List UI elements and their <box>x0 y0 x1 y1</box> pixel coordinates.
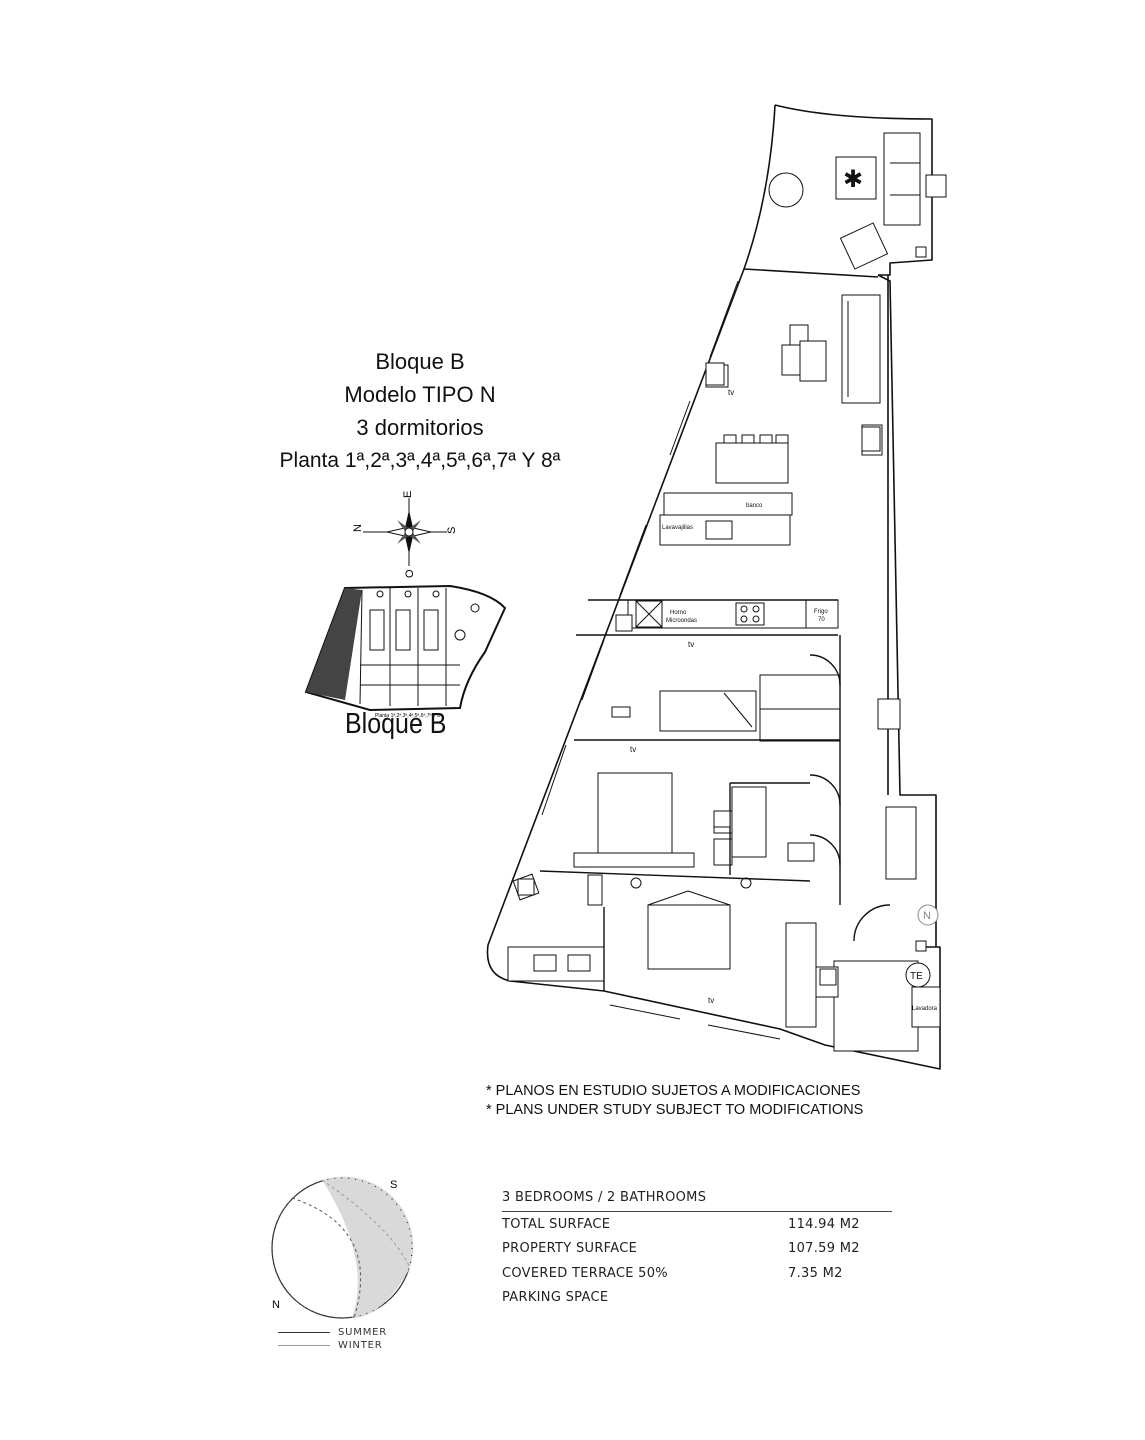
key-plan: Planta 1ª,2ª,3ª,4ª,5ª,6ª,7ª Y 8ª <box>304 584 507 719</box>
tv-label-kitchen: tv <box>688 640 694 649</box>
spec-row: PROPERTY SURFACE 107.59 M2 <box>502 1237 892 1262</box>
double-bed-2 <box>597 772 673 854</box>
terrace-vent <box>915 246 927 258</box>
legend-winter-line <box>278 1345 330 1346</box>
compass-o: O <box>404 569 416 578</box>
key-plan-label: Bloque B <box>345 707 447 741</box>
desk-chair <box>611 706 631 718</box>
spec-value: 107.59 M2 <box>788 1241 860 1257</box>
bunk-bed-cabinet <box>759 674 841 742</box>
north-marker-label: N <box>923 910 931 922</box>
bedrooms-title: 3 dormitorios <box>356 415 484 440</box>
sun-s: S <box>390 1179 397 1191</box>
sun-path-diagram: S N <box>271 1176 414 1319</box>
washing-machine <box>911 986 941 1028</box>
spec-value: 114.94 M2 <box>788 1216 860 1232</box>
cooktop <box>735 602 765 626</box>
notes: * PLANOS EN ESTUDIO SUJETOS A MODIFICACI… <box>486 1082 863 1120</box>
label-te: TE <box>910 971 923 982</box>
note-en: * PLANS UNDER STUDY SUBJECT TO MODIFICAT… <box>486 1102 864 1118</box>
floor-plan: ✱ <box>486 104 947 1070</box>
wardrobe-master <box>785 922 817 1028</box>
label-microondas: Microondas <box>666 618 697 624</box>
specs-table: 3 BEDROOMS / 2 BATHROOMS TOTAL SURFACE 1… <box>502 1190 892 1310</box>
bath-2-sink <box>787 842 815 862</box>
label-frigo: Frigo <box>814 609 828 615</box>
tv-label-master: tv <box>708 996 714 1005</box>
spec-row: COVERED TERRACE 50% 7.35 M2 <box>502 1261 892 1286</box>
block-title: Bloque B <box>375 349 465 374</box>
kitchen-run <box>627 599 839 629</box>
label-frigo-size: 70 <box>818 617 825 623</box>
label-bancos: banco <box>746 503 763 509</box>
terrace-table <box>768 172 804 208</box>
spec-label: TOTAL SURFACE <box>502 1216 611 1232</box>
sun-n: N <box>272 1299 280 1311</box>
terrace-column <box>925 174 947 198</box>
dining-table <box>715 442 789 484</box>
terrace-sofa <box>883 132 921 226</box>
terrace-planter <box>835 156 877 200</box>
label-horno: Horno <box>670 610 687 616</box>
key-plan-caption: Planta 1ª,2ª,3ª,4ª,5ª,6ª,7ª Y 8ª <box>375 713 442 719</box>
tv-label-bedroom3: tv <box>630 745 636 754</box>
floors-title: Planta 1ª,2ª,3ª,4ª,5ª,6ª,7ª Y 8ª <box>279 449 561 472</box>
double-bed-master <box>647 904 731 970</box>
specs-heading: 3 BEDROOMS / 2 BATHROOMS <box>502 1190 892 1212</box>
svg-text:✱: ✱ <box>843 166 863 193</box>
legend-winter-label: WINTER <box>338 1340 383 1351</box>
legend-summer-line <box>278 1332 330 1333</box>
coffee-table-3 <box>799 340 827 382</box>
spec-label: PARKING SPACE <box>502 1290 609 1306</box>
label-lavadora: Lavadora <box>912 1006 938 1012</box>
spec-label: COVERED TERRACE 50% <box>502 1265 668 1281</box>
laundry-terrace <box>833 960 919 1052</box>
label-lavavajillas: Lavavajillas <box>662 525 693 531</box>
model-title: Modelo TIPO N <box>344 382 496 407</box>
spec-row: TOTAL SURFACE 114.94 M2 <box>502 1212 892 1237</box>
terrace-arc <box>743 104 879 278</box>
compass-s: S <box>446 527 458 534</box>
bed-2-headboard <box>573 852 695 868</box>
north-marker <box>917 904 939 926</box>
compass-rose: N E S O <box>352 491 458 578</box>
spec-value: 7.35 M2 <box>788 1265 843 1281</box>
kitchen-counter-top <box>663 492 793 516</box>
compass-e: E <box>402 491 414 498</box>
bath-2-shower <box>731 786 767 858</box>
spec-label: PROPERTY SURFACE <box>502 1241 638 1257</box>
compass-n: N <box>352 524 364 532</box>
terrace-chair <box>839 222 889 270</box>
terrace-outline <box>774 104 933 276</box>
east-wall <box>877 274 937 947</box>
legend-summer: SUMMER <box>278 1326 387 1339</box>
fridge <box>805 599 839 629</box>
wardrobe-hall <box>885 806 917 880</box>
legend-winter: WINTER <box>278 1339 387 1352</box>
spec-row: PARKING SPACE <box>502 1286 892 1311</box>
title-block: Bloque B Modelo TIPO N 3 dormitorios Pla… <box>240 345 600 477</box>
legend-summer-label: SUMMER <box>338 1327 387 1338</box>
note-es: * PLANOS EN ESTUDIO SUJETOS A MODIFICACI… <box>486 1083 861 1099</box>
column-hall <box>877 698 901 730</box>
single-bed <box>659 690 757 732</box>
tv-label-living: tv <box>728 388 734 397</box>
sun-legend: SUMMER WINTER <box>278 1326 387 1352</box>
